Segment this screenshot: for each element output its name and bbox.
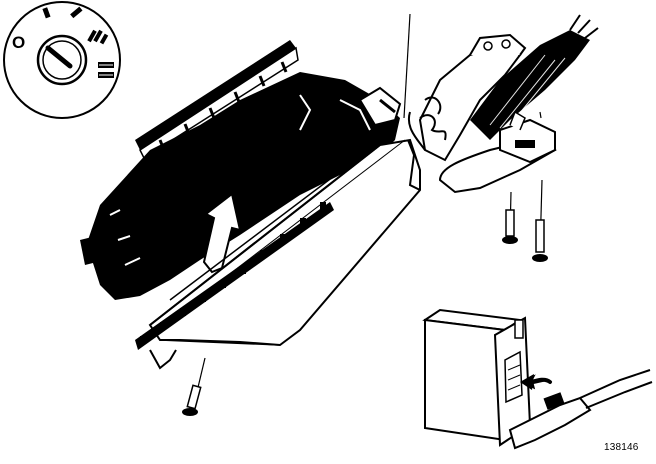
upper-trim-strip <box>135 40 299 160</box>
svg-text:O: O <box>12 33 25 52</box>
connector-plug <box>438 110 557 194</box>
insertion-arrow-icon <box>520 374 552 390</box>
steering-column-shroud <box>80 72 400 300</box>
control-unit-detail <box>422 308 653 450</box>
screw-bottom <box>182 357 206 416</box>
column-gaiter <box>358 33 527 162</box>
lower-shroud <box>135 129 421 370</box>
screw-right-2 <box>532 179 548 262</box>
upward-arrow-icon <box>202 192 242 274</box>
figure-reference-number: 138146 <box>604 442 639 453</box>
ignition-switch-dial-icon: O <box>3 1 121 119</box>
leader-line-top <box>403 13 411 119</box>
screw-right-1 <box>502 191 518 244</box>
